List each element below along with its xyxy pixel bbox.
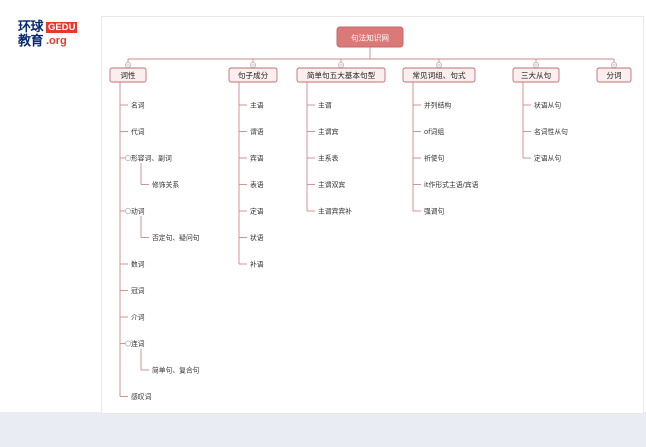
leaf-node-label[interactable]: 名词 bbox=[131, 101, 145, 110]
leaf-node-label[interactable]: 主谓宾宾补 bbox=[318, 207, 352, 216]
logo-en-domain: .org bbox=[46, 35, 67, 47]
leaf-node-label[interactable]: 谓语 bbox=[250, 127, 264, 136]
leaf-collapse-toggle[interactable] bbox=[125, 155, 131, 161]
branch-node-label: 简单句五大基本句型 bbox=[307, 70, 376, 80]
leaf-node-label[interactable]: 形容词、副词 bbox=[131, 154, 172, 163]
branch-node-label: 三大从句 bbox=[521, 70, 551, 80]
leaf-node-label[interactable]: 主系表 bbox=[318, 154, 339, 163]
branch-node[interactable] bbox=[296, 67, 386, 83]
brand-logo: 环球 教育 GEDU .org bbox=[18, 21, 80, 49]
leaf-node-label[interactable]: 代词 bbox=[131, 127, 145, 136]
leaf-node-label[interactable]: 动词 bbox=[131, 208, 145, 216]
leaf-node-label[interactable]: 宾语 bbox=[250, 154, 264, 163]
branch-node-label: 分词 bbox=[606, 71, 621, 80]
leaf-node-label[interactable]: 主谓宾 bbox=[318, 127, 339, 136]
branch-node[interactable] bbox=[512, 67, 560, 83]
leaf-node-label[interactable]: 名词性从句 bbox=[534, 127, 568, 136]
leaf-node-label[interactable]: 主谓 bbox=[318, 101, 332, 110]
sub-leaf-label[interactable]: 修饰关系 bbox=[152, 180, 179, 189]
leaf-node-label[interactable]: 补语 bbox=[250, 260, 264, 269]
logo-text-line1: 环球 bbox=[18, 20, 44, 35]
branch-node-label: 常见词组、句式 bbox=[412, 70, 466, 80]
leaf-node-label[interactable]: 感叹词 bbox=[131, 392, 152, 401]
sub-leaf-label[interactable]: 否定句、疑问句 bbox=[152, 233, 200, 242]
branch-node[interactable] bbox=[402, 67, 476, 83]
leaf-node-label[interactable]: of词组 bbox=[424, 127, 444, 136]
branch-node[interactable] bbox=[109, 67, 147, 83]
leaf-node-label[interactable]: 定语 bbox=[250, 207, 264, 216]
logo-text-line2: 教育 bbox=[18, 34, 44, 49]
leaf-collapse-toggle[interactable] bbox=[125, 208, 131, 214]
sub-leaf-label[interactable]: 简单句、复合句 bbox=[152, 366, 200, 375]
leaf-collapse-toggle[interactable] bbox=[125, 340, 131, 347]
leaf-node-label[interactable]: 介词 bbox=[131, 314, 145, 322]
branch-node-label: 句子成分 bbox=[238, 70, 269, 80]
leaf-node-label[interactable]: 主语 bbox=[250, 101, 264, 110]
leaf-node-label[interactable]: it作形式主语/宾语 bbox=[424, 180, 479, 189]
leaf-node-label[interactable]: 定语从句 bbox=[534, 154, 561, 163]
leaf-node-label[interactable]: 状语从句 bbox=[534, 101, 561, 110]
leaf-node-label[interactable]: 连词 bbox=[131, 339, 145, 348]
leaf-node-label[interactable]: 表语 bbox=[250, 180, 264, 189]
leaf-node-label[interactable]: 强调句 bbox=[424, 207, 445, 216]
page-background-band bbox=[0, 412, 646, 447]
leaf-node-label[interactable]: 状语 bbox=[250, 233, 264, 242]
branch-node[interactable] bbox=[228, 67, 278, 83]
logo-en-badge: GEDU bbox=[46, 22, 78, 33]
branch-node[interactable] bbox=[596, 67, 632, 83]
branch-node-label: 词性 bbox=[120, 70, 136, 80]
leaf-node-label[interactable]: 冠词 bbox=[131, 287, 145, 295]
leaf-node-label[interactable]: 数词 bbox=[131, 260, 145, 269]
root-node-label: 句法知识网 bbox=[351, 33, 389, 43]
leaf-node-label[interactable]: 主谓双宾 bbox=[318, 180, 345, 189]
leaf-node-label[interactable]: 并列结构 bbox=[424, 101, 451, 110]
leaf-node-label[interactable]: 祈使句 bbox=[424, 154, 445, 163]
